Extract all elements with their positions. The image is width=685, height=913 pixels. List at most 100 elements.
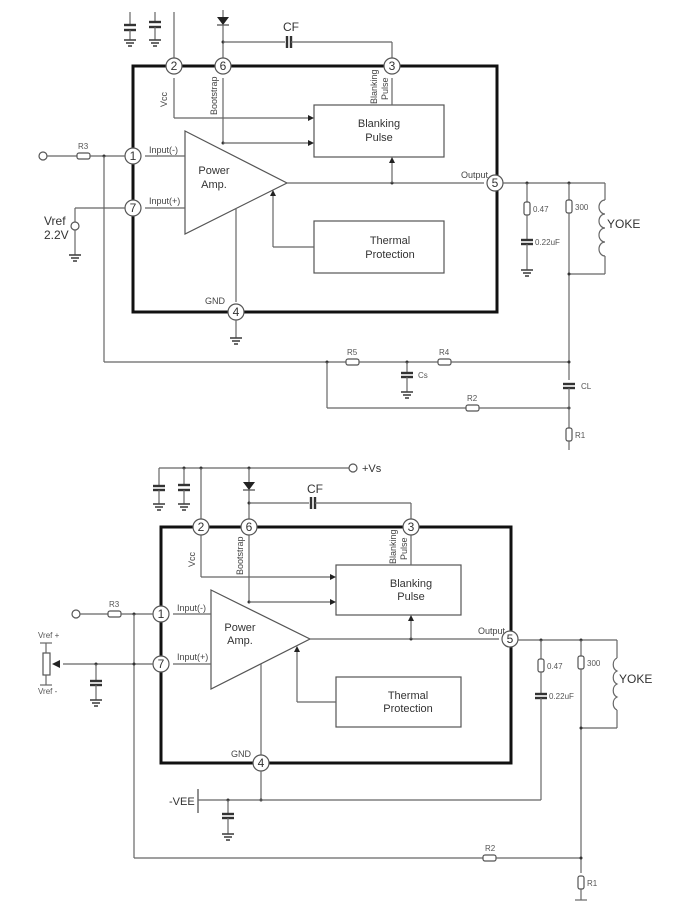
pin-3: 3: [383, 57, 401, 75]
r2-label: R2: [485, 844, 496, 853]
pin-2: 2: [192, 518, 210, 536]
r2-resistor: [465, 404, 480, 412]
r3-resistor: [107, 610, 122, 618]
ground-icon: [401, 391, 413, 399]
vcc-label: Vcc: [159, 91, 169, 107]
blanking-block-label: Blanking: [358, 118, 400, 130]
diode-icon: [217, 17, 229, 25]
vref-minus-label: Vref -: [38, 687, 58, 696]
svg-text:5: 5: [507, 632, 514, 646]
input-pos-label: Input(+): [177, 652, 208, 662]
svg-text:2: 2: [171, 59, 178, 73]
r300-resistor: [577, 655, 585, 670]
yoke-inductor: [598, 199, 606, 257]
r1-resistor: [577, 875, 585, 890]
blanking-pulse-block: [335, 564, 462, 616]
input-neg-label: Input(-): [149, 145, 178, 155]
pin-5: 5: [501, 630, 519, 648]
svg-text:6: 6: [220, 59, 227, 73]
diagram-1: CF Blanking Pulse Thermal Protection Pow…: [38, 10, 640, 450]
svg-text:4: 4: [233, 305, 240, 319]
r4-label: R4: [439, 348, 450, 357]
yoke-label: YOKE: [607, 217, 640, 231]
pin-1: 1: [152, 605, 170, 623]
pin-1: 1: [124, 147, 142, 165]
output-label: Output: [461, 170, 489, 180]
pin-7: 7: [124, 199, 142, 217]
r5-label: R5: [347, 348, 358, 357]
input-terminal: [38, 151, 48, 161]
r300-resistor: [565, 199, 573, 214]
r5-resistor: [345, 358, 360, 366]
r3-resistor: [76, 152, 91, 160]
vref-label: Vref: [44, 214, 66, 228]
amp-label: Power: [198, 165, 230, 177]
ground-icon: [230, 337, 242, 345]
supply-capacitor-electrolytic: [153, 468, 165, 511]
r300-label: 300: [575, 203, 589, 212]
ground-icon: [222, 833, 234, 841]
r4-resistor: [437, 358, 452, 366]
yoke-label: YOKE: [619, 672, 652, 686]
svg-text:3: 3: [389, 59, 396, 73]
r300-label: 300: [587, 659, 601, 668]
r2-resistor: [482, 854, 497, 862]
gnd-label: GND: [205, 296, 226, 306]
ground-icon: [90, 699, 102, 707]
amp-label: Power: [224, 622, 256, 634]
pin-4: 4: [227, 303, 245, 321]
vs-label: +Vs: [362, 463, 382, 475]
svg-text:2: 2: [198, 520, 205, 534]
vref-potentiometer: [42, 652, 51, 676]
supply-capacitor: [178, 468, 190, 511]
amp-label-2: Amp.: [201, 179, 227, 191]
yoke-inductor: [612, 657, 619, 711]
ground-icon: [69, 254, 81, 262]
pin-2: 2: [165, 57, 183, 75]
pin-6: 6: [214, 57, 232, 75]
r1-label: R1: [587, 879, 598, 888]
cs-label: Cs: [418, 371, 428, 380]
thermal-block-label-2: Protection: [365, 249, 415, 261]
bootstrap-label: Bootstrap: [209, 76, 219, 115]
r3-label: R3: [109, 600, 120, 609]
ground-icon: [178, 503, 190, 511]
gnd-label: GND: [231, 749, 252, 759]
c022-label: 0.22uF: [549, 692, 574, 701]
cf-capacitor: [309, 497, 317, 509]
cf-label: CF: [283, 20, 299, 34]
blanking-block-label: Blanking: [390, 578, 432, 590]
r3-label: R3: [78, 142, 89, 151]
ground-icon: [153, 503, 165, 511]
ground-icon: [521, 269, 533, 277]
r047-resistor: [537, 658, 545, 673]
diode-icon: [243, 482, 255, 490]
amp-label-2: Amp.: [227, 635, 253, 647]
pulse-pin-label: Pulse: [399, 537, 409, 560]
pin-3: 3: [402, 518, 420, 536]
r1-resistor: [565, 427, 573, 442]
svg-text:7: 7: [130, 201, 137, 215]
vee-label: -VEE: [169, 796, 195, 808]
diagram-2: +Vs C: [38, 463, 652, 901]
svg-text:7: 7: [158, 657, 165, 671]
supply-capacitor-electrolytic: [124, 12, 136, 47]
input-terminal: [71, 609, 81, 619]
cf-capacitor: [285, 36, 293, 48]
thermal-block-label: Thermal: [370, 235, 410, 247]
svg-text:6: 6: [246, 520, 253, 534]
svg-text:3: 3: [408, 520, 415, 534]
c022-label: 0.22uF: [535, 238, 560, 247]
vref-plus-label: Vref +: [38, 631, 60, 640]
cl-label: CL: [581, 382, 592, 391]
r1-label: R1: [575, 431, 586, 440]
output-label: Output: [478, 626, 506, 636]
ground-icon: [149, 39, 161, 47]
r047-label: 0.47: [547, 662, 563, 671]
thermal-protection-block: [313, 220, 445, 274]
thermal-protection-block: [335, 676, 462, 728]
blanking-pulse-block: [313, 104, 445, 158]
bootstrap-label: Bootstrap: [235, 536, 245, 575]
pulse-pin-label: Pulse: [380, 77, 390, 100]
